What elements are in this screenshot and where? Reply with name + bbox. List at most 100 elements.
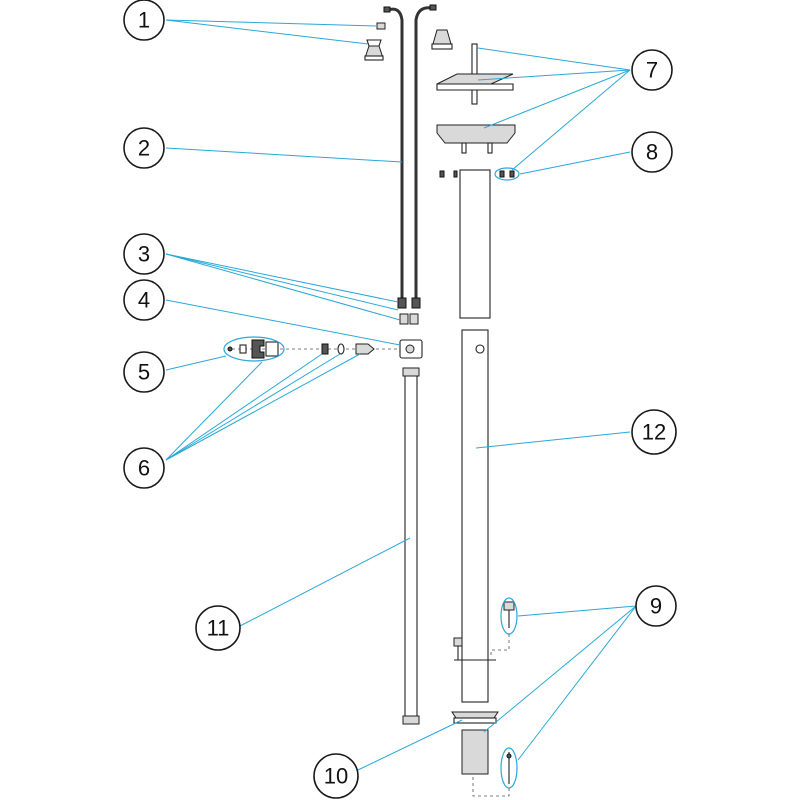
- part-bolt-lower-path: [472, 776, 510, 797]
- part-inner-pipe: [402, 367, 420, 725]
- leader-lines: [165, 19, 637, 771]
- part-base-ring: [453, 717, 497, 724]
- callout-4-label: 4: [138, 288, 150, 313]
- callout-3: 3: [123, 233, 165, 275]
- part-screws: [439, 167, 520, 181]
- part-hose-fittings: [397, 297, 421, 325]
- leader-2: [165, 147, 403, 163]
- part-top-housing-peg-a: [461, 142, 467, 154]
- leader-7b: [477, 69, 631, 81]
- highlight-screws: [494, 167, 520, 181]
- part-column-upper: [459, 169, 491, 319]
- leader-6a: [165, 361, 263, 461]
- leader-6c: [165, 353, 341, 461]
- part-fitting-left-upper: [397, 297, 407, 309]
- part-inner-pipe-bottom-nut: [402, 715, 420, 725]
- leader-3a: [165, 253, 399, 303]
- part-fitting-right-upper: [411, 297, 421, 309]
- part-mixer-port: [405, 344, 415, 354]
- part-bolt-head-upper: [503, 601, 515, 611]
- part-nozzle-base: [364, 55, 384, 61]
- part-valve-washer: [239, 344, 247, 354]
- part-base-flange: [451, 711, 499, 719]
- callout-12: 12: [631, 409, 677, 455]
- part-cartridge-spindle: [355, 343, 375, 355]
- part-top-head: [431, 29, 516, 154]
- leader-11: [239, 537, 411, 627]
- callout-11-label: 11: [207, 616, 230, 641]
- part-bolt-upper-path: [490, 634, 510, 658]
- part-top-cover-rim: [436, 83, 514, 91]
- part-hose-left-tip: [383, 6, 391, 13]
- part-cartridge-ring: [337, 343, 345, 355]
- leader-8: [519, 151, 631, 175]
- part-bolt-head-lower: [506, 753, 512, 759]
- callout-1: 1: [123, 0, 165, 41]
- part-screw-right-b: [509, 170, 515, 178]
- callout-12-label: 12: [642, 420, 666, 445]
- part-cartridge-nut: [321, 343, 329, 355]
- callout-11: 11: [195, 605, 241, 651]
- leader-1a: [165, 19, 377, 27]
- part-nozzle-small: [376, 22, 386, 30]
- highlight-valve-handle: [223, 336, 285, 362]
- callout-7: 7: [631, 49, 673, 91]
- part-column-hole: [475, 344, 485, 354]
- part-top-housing-peg-b: [487, 142, 493, 154]
- part-screw-left-b: [453, 170, 458, 178]
- part-fitting-right-lower: [409, 313, 419, 325]
- leader-3c: [165, 253, 401, 321]
- part-flexible-hoses: [383, 4, 437, 300]
- callout-5: 5: [123, 351, 165, 393]
- part-base-anchor: [461, 729, 489, 775]
- part-main-column: [454, 169, 496, 703]
- part-nozzle-cap: [366, 39, 382, 47]
- callout-2-label: 2: [138, 136, 150, 161]
- leader-6b: [165, 353, 323, 461]
- part-valve-assembly: [223, 336, 400, 362]
- callout-6: 6: [123, 447, 165, 489]
- part-top-nozzle: [432, 29, 452, 45]
- leader-9c: [517, 605, 637, 761]
- part-fitting-left-lower: [399, 313, 409, 325]
- part-top-nozzle-base: [431, 43, 453, 50]
- leader-7a: [477, 47, 631, 71]
- leader-9b: [483, 605, 637, 733]
- leader-3b: [165, 253, 399, 311]
- part-inner-pipe-body: [404, 371, 418, 723]
- leader-12: [475, 431, 631, 449]
- part-valve-handle: [251, 339, 265, 359]
- callout-9-label: 9: [650, 594, 662, 619]
- callout-7-label: 7: [646, 58, 658, 83]
- leader-1b: [165, 19, 369, 45]
- callout-4: 4: [123, 279, 165, 321]
- part-valve-screw: [227, 346, 233, 352]
- part-inner-pipe-top-nut: [402, 367, 420, 377]
- callout-8-label: 8: [646, 140, 658, 165]
- part-bolt-side: [453, 637, 463, 647]
- part-hose-right: [414, 6, 433, 300]
- callout-10-label: 10: [324, 764, 348, 789]
- callout-9: 9: [635, 585, 677, 627]
- leader-10: [357, 719, 463, 771]
- callout-3-label: 3: [138, 242, 150, 267]
- leader-4: [165, 299, 401, 346]
- leader-6d: [165, 353, 361, 461]
- part-shower-nozzle-group: [364, 22, 386, 61]
- callout-2: 2: [123, 127, 165, 169]
- part-hose-left: [387, 7, 404, 300]
- leader-9a: [517, 605, 637, 617]
- callout-10: 10: [313, 753, 359, 799]
- leader-5: [165, 355, 227, 371]
- callout-8: 8: [631, 131, 673, 173]
- leader-7d: [511, 69, 631, 171]
- part-screw-right: [499, 170, 505, 178]
- callout-1-label: 1: [138, 8, 150, 33]
- part-base: [451, 711, 499, 775]
- part-hose-right-tip: [429, 4, 437, 11]
- part-column-lower: [461, 329, 489, 703]
- part-bolts: [453, 597, 518, 797]
- leader-7c: [483, 69, 631, 129]
- callout-6-label: 6: [138, 456, 150, 481]
